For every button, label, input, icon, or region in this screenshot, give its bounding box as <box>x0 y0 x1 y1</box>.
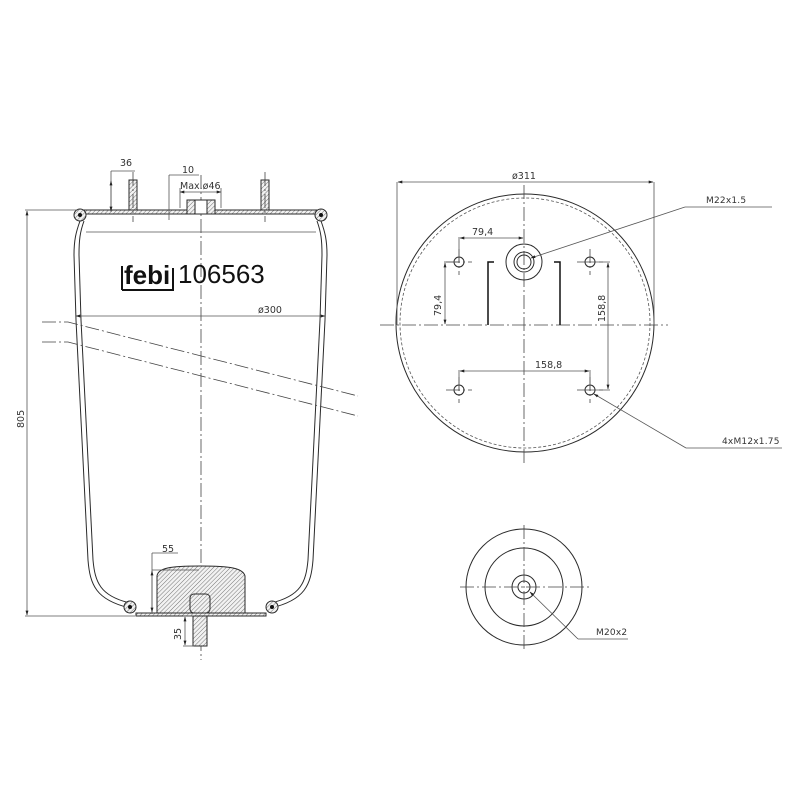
dim-311: ø311 <box>512 171 536 182</box>
part-number: 106563 <box>178 259 265 289</box>
dim-158-8-horizontal: 158,8 <box>535 360 562 371</box>
callout-m12: 4xM12x1.75 <box>722 437 780 447</box>
dim-10: 10 <box>182 165 194 176</box>
dim-300: ø300 <box>258 305 282 316</box>
piston <box>156 565 246 614</box>
febi-logo: febi <box>124 260 170 290</box>
top-view: ø311 79,4 79,4 158,8 158,8 M22x1.5 4xM12… <box>380 171 782 465</box>
callout-m20: M20x2 <box>596 628 627 638</box>
dim-36: 36 <box>120 158 132 169</box>
bottom-view: M20x2 <box>460 525 628 652</box>
dim-805: 805 <box>16 410 27 428</box>
bottom-stud <box>192 615 208 647</box>
dim-35: 35 <box>173 628 184 640</box>
dim-max-46: Max.ø46 <box>180 181 221 192</box>
dim-79-4-vertical: 79,4 <box>433 295 444 316</box>
dim-158-8-vertical: 158,8 <box>597 295 608 322</box>
center-port <box>516 254 532 270</box>
callout-m22: M22x1.5 <box>706 196 746 206</box>
side-view: 36 10 Max.ø46 ø300 805 55 35 <box>16 158 359 660</box>
brand-label: febi 106563 <box>121 259 265 291</box>
dim-79-4-horizontal: 79,4 <box>472 227 493 238</box>
dim-55: 55 <box>162 544 174 555</box>
top-outer-circle <box>395 193 655 453</box>
